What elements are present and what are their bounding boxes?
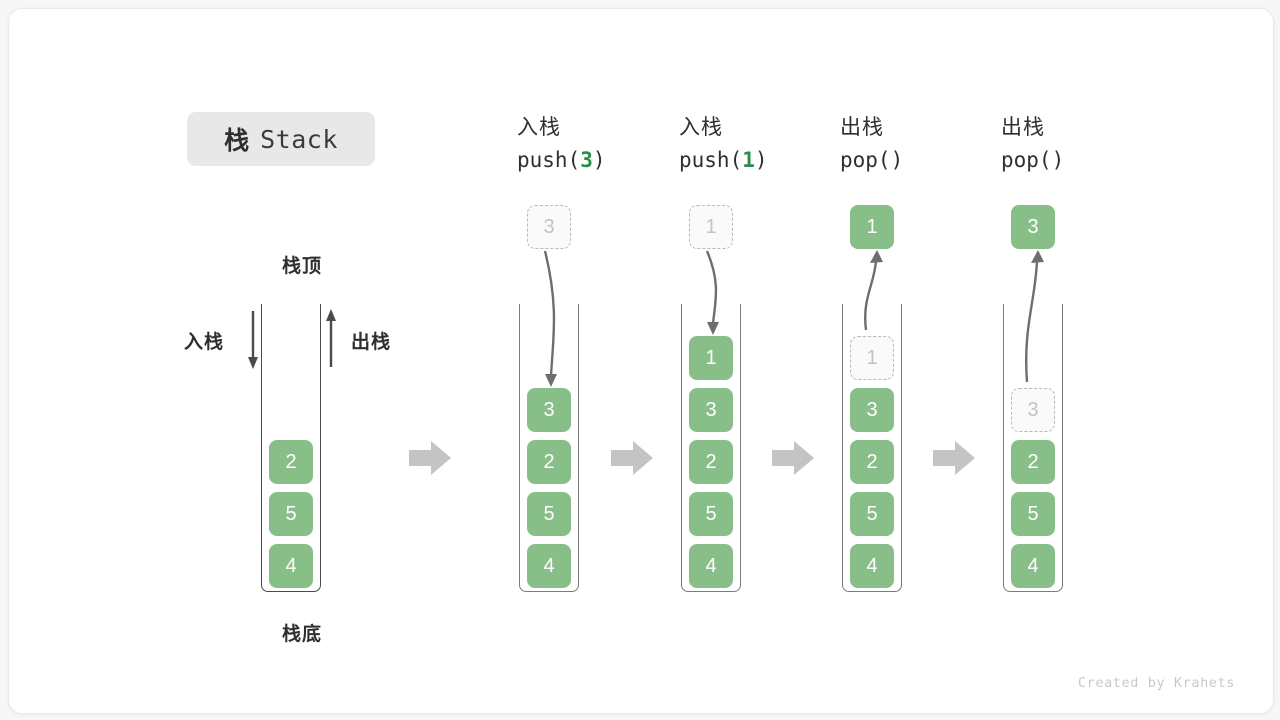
flow-arrow	[407, 439, 453, 477]
page-title-cn: 栈	[224, 127, 251, 155]
flow-arrow	[770, 439, 816, 477]
stack-step-pop-3: 出栈 pop() 3 2 5 4 3	[953, 9, 1153, 713]
stack-cell: 5	[689, 492, 733, 536]
stack-cell: 2	[269, 440, 313, 484]
step-header-cn: 入栈	[517, 116, 561, 139]
stack-top-label: 栈顶	[281, 256, 322, 277]
incoming-element: 3	[527, 205, 571, 249]
stack-cell: 4	[1011, 544, 1055, 588]
step-header-arg: 1	[742, 147, 755, 172]
stack-cell: 5	[527, 492, 571, 536]
stack-container	[681, 304, 741, 592]
step-header-cn: 出栈	[840, 116, 884, 139]
stack-cell-ghost: 1	[850, 336, 894, 380]
stack-container	[261, 304, 321, 592]
stack-bottom-label: 栈底	[281, 624, 322, 645]
stack-cell: 2	[850, 440, 894, 484]
step-header-code: pop()	[840, 147, 904, 172]
step-header-code: pop()	[1001, 147, 1065, 172]
step-header-cn: 出栈	[1001, 116, 1045, 139]
step-header: 入栈 push(1)	[679, 113, 768, 176]
stack-step-pop-1: 出栈 pop() 1 3 2 5 4 1	[792, 9, 992, 713]
stack-cell: 4	[269, 544, 313, 588]
stack-cell: 1	[689, 336, 733, 380]
stack-cell: 3	[850, 388, 894, 432]
main-stack: 栈顶 入栈 出栈 2 5 4 栈底	[184, 9, 417, 713]
stack-cell: 2	[527, 440, 571, 484]
popped-element: 3	[1011, 205, 1055, 249]
step-header-code: push(1)	[679, 147, 768, 172]
stack-cell-ghost: 3	[1011, 388, 1055, 432]
page-title: 栈 Stack	[187, 112, 375, 166]
stack-container	[519, 304, 579, 592]
popped-element: 1	[850, 205, 894, 249]
page-title-en: Stack	[260, 124, 338, 154]
incoming-element: 1	[689, 205, 733, 249]
step-header: 入栈 push(3)	[517, 113, 606, 176]
stack-container	[842, 304, 902, 592]
stack-cell: 4	[527, 544, 571, 588]
stack-cell: 3	[689, 388, 733, 432]
step-header-cn: 入栈	[679, 116, 723, 139]
stack-cell: 5	[269, 492, 313, 536]
stack-cell: 2	[1011, 440, 1055, 484]
stack-cell: 5	[1011, 492, 1055, 536]
stack-cell: 2	[689, 440, 733, 484]
pop-direction-label: 出栈	[351, 332, 392, 353]
step-header: 出栈 pop()	[840, 113, 903, 176]
stack-cell: 4	[850, 544, 894, 588]
stack-cell: 5	[850, 492, 894, 536]
stack-cell: 3	[527, 388, 571, 432]
stack-container	[1003, 304, 1063, 592]
flow-arrow	[931, 439, 977, 477]
step-header-arg: 3	[580, 147, 593, 172]
step-header-code: push(3)	[517, 147, 606, 172]
step-header: 出栈 pop()	[1001, 113, 1064, 176]
footer-credit: Created by Krahets	[1077, 675, 1235, 691]
push-direction-label: 入栈	[184, 332, 225, 353]
stack-cell: 4	[689, 544, 733, 588]
flow-arrow	[609, 439, 655, 477]
